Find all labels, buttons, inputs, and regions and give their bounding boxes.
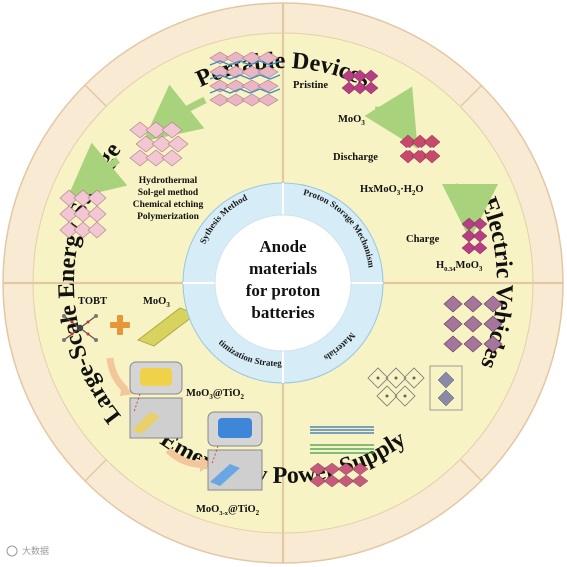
outer-ring-dividers <box>84 84 483 482</box>
moo3x-tio2-structure <box>207 411 263 491</box>
synthesis-arrow-1 <box>143 84 207 142</box>
center-title-line-4: batteries <box>251 303 315 322</box>
optimization-arrowhead-1 <box>120 384 134 396</box>
center-title-line-1: Anode <box>259 237 307 256</box>
label-tobt: TOBT <box>78 296 107 307</box>
synthesis-method-hydrothermal: Hydrothermal <box>139 176 198 186</box>
label-moo3-nanobelt: MoO3 <box>143 296 170 309</box>
crystal-structure-small <box>59 189 107 239</box>
synthesis-arrow-2 <box>66 142 128 200</box>
label-h034-moo3: H0.34MoO3 <box>436 260 483 273</box>
optimization-quadrant: TOBT MoO3 MoO3@TiO2 <box>62 296 263 517</box>
center-title-line-2: materials <box>249 259 317 278</box>
tobt-molecule <box>62 314 98 342</box>
label-moo3x-tio2: MoO3-x@TiO2 <box>196 504 260 517</box>
center-title-line-3: for proton <box>246 281 321 300</box>
mechanism-quadrant: Pristine MoO3 Discharge HxMoO3·H2O Charg… <box>293 69 498 273</box>
label-moo3-tio2: MoO3@TiO2 <box>186 388 245 401</box>
materials-quadrant <box>309 295 503 488</box>
label-charge: Charge <box>406 234 440 245</box>
label-moo3: MoO3 <box>338 114 365 127</box>
plus-icon <box>110 315 130 335</box>
material-structure-stacks <box>309 426 374 488</box>
label-discharge: Discharge <box>333 152 378 163</box>
synthesis-quadrant: Hydrothermal Sol-gel method Chemical etc… <box>59 51 281 239</box>
label-pristine: Pristine <box>293 80 328 91</box>
watermark-text: 大数据 <box>22 545 49 557</box>
mechanism-arrow-2 <box>441 183 498 240</box>
mechanism-arrow-1 <box>364 86 418 149</box>
watermark: 大数据 <box>6 545 49 557</box>
crystal-structure-medium <box>129 121 189 167</box>
center-circle <box>214 214 352 352</box>
label-hxmoo3-h2o: HxMoO3·H2O <box>360 184 424 197</box>
synthesis-method-sol-gel: Sol-gel method <box>138 188 199 198</box>
discharged-crystal <box>399 134 441 164</box>
optimization-arrowhead-2 <box>200 456 212 472</box>
synthesis-method-chemical-etching: Chemical etching <box>133 200 204 210</box>
charged-crystal <box>461 217 488 255</box>
inner-ring-dividers <box>183 183 383 383</box>
crystal-structure-large <box>209 51 281 107</box>
material-structure-layered <box>367 365 463 411</box>
synthesis-method-polymerization: Polymerization <box>137 212 199 222</box>
material-structure-octahedra <box>443 295 503 353</box>
moo3-tio2-structure <box>129 361 183 439</box>
